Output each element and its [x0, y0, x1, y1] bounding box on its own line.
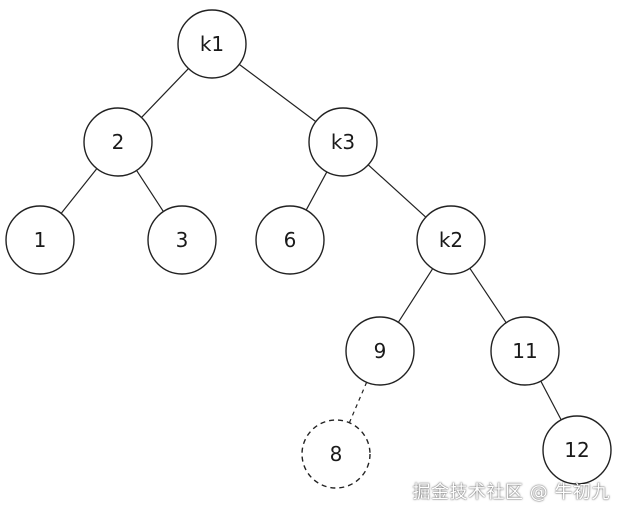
node-circle-n11	[490, 316, 560, 386]
edge-n9-n8	[348, 382, 368, 423]
node-label-k2: k2	[439, 228, 463, 252]
node-label-n6: 6	[284, 228, 297, 252]
edge-k1-n2	[141, 68, 189, 118]
tree-node-k2: k2	[416, 205, 486, 275]
edge-k3-n6	[305, 171, 328, 211]
tree-node-k1: k1	[177, 9, 247, 79]
tree-edges	[60, 63, 562, 423]
node-circle-n2	[83, 107, 153, 177]
node-label-n8: 8	[330, 442, 343, 466]
tree-node-n11: 11	[490, 316, 560, 386]
edge-n11-n12	[540, 380, 562, 421]
tree-node-n12: 12	[542, 415, 612, 485]
edge-n2-n3	[136, 170, 164, 212]
tree-node-n2: 2	[83, 107, 153, 177]
edge-k2-n11	[469, 267, 507, 324]
node-circle-n3	[147, 205, 217, 275]
node-circle-k1	[177, 9, 247, 79]
node-circle-n1	[5, 205, 75, 275]
tree-node-k3: k3	[308, 107, 378, 177]
node-circle-k3	[308, 107, 378, 177]
node-label-k3: k3	[331, 130, 355, 154]
node-label-n3: 3	[176, 228, 189, 252]
node-label-n2: 2	[112, 130, 125, 154]
tree-node-n8: 8	[301, 419, 371, 489]
tree-node-n3: 3	[147, 205, 217, 275]
node-circle-n8	[301, 419, 371, 489]
edge-k2-n9	[397, 268, 434, 323]
node-label-n9: 9	[374, 339, 387, 363]
edge-n2-n1	[60, 168, 98, 214]
tree-node-n6: 6	[255, 205, 325, 275]
node-circle-n9	[345, 316, 415, 386]
node-label-k1: k1	[200, 32, 224, 56]
node-label-n1: 1	[34, 228, 47, 252]
edge-k3-k2	[367, 164, 427, 218]
tree-node-n1: 1	[5, 205, 75, 275]
edge-k1-k3	[238, 63, 317, 123]
node-circle-n12	[542, 415, 612, 485]
tree-node-n9: 9	[345, 316, 415, 386]
node-circle-k2	[416, 205, 486, 275]
watermark-text: 掘金技术社区 @ 牛初九	[412, 482, 610, 503]
node-circle-n6	[255, 205, 325, 275]
node-label-n12: 12	[564, 438, 589, 462]
tree-nodes: k1 2 k3 1 3 6 k2 9 11 8 12	[5, 9, 612, 489]
node-label-n11: 11	[512, 339, 537, 363]
